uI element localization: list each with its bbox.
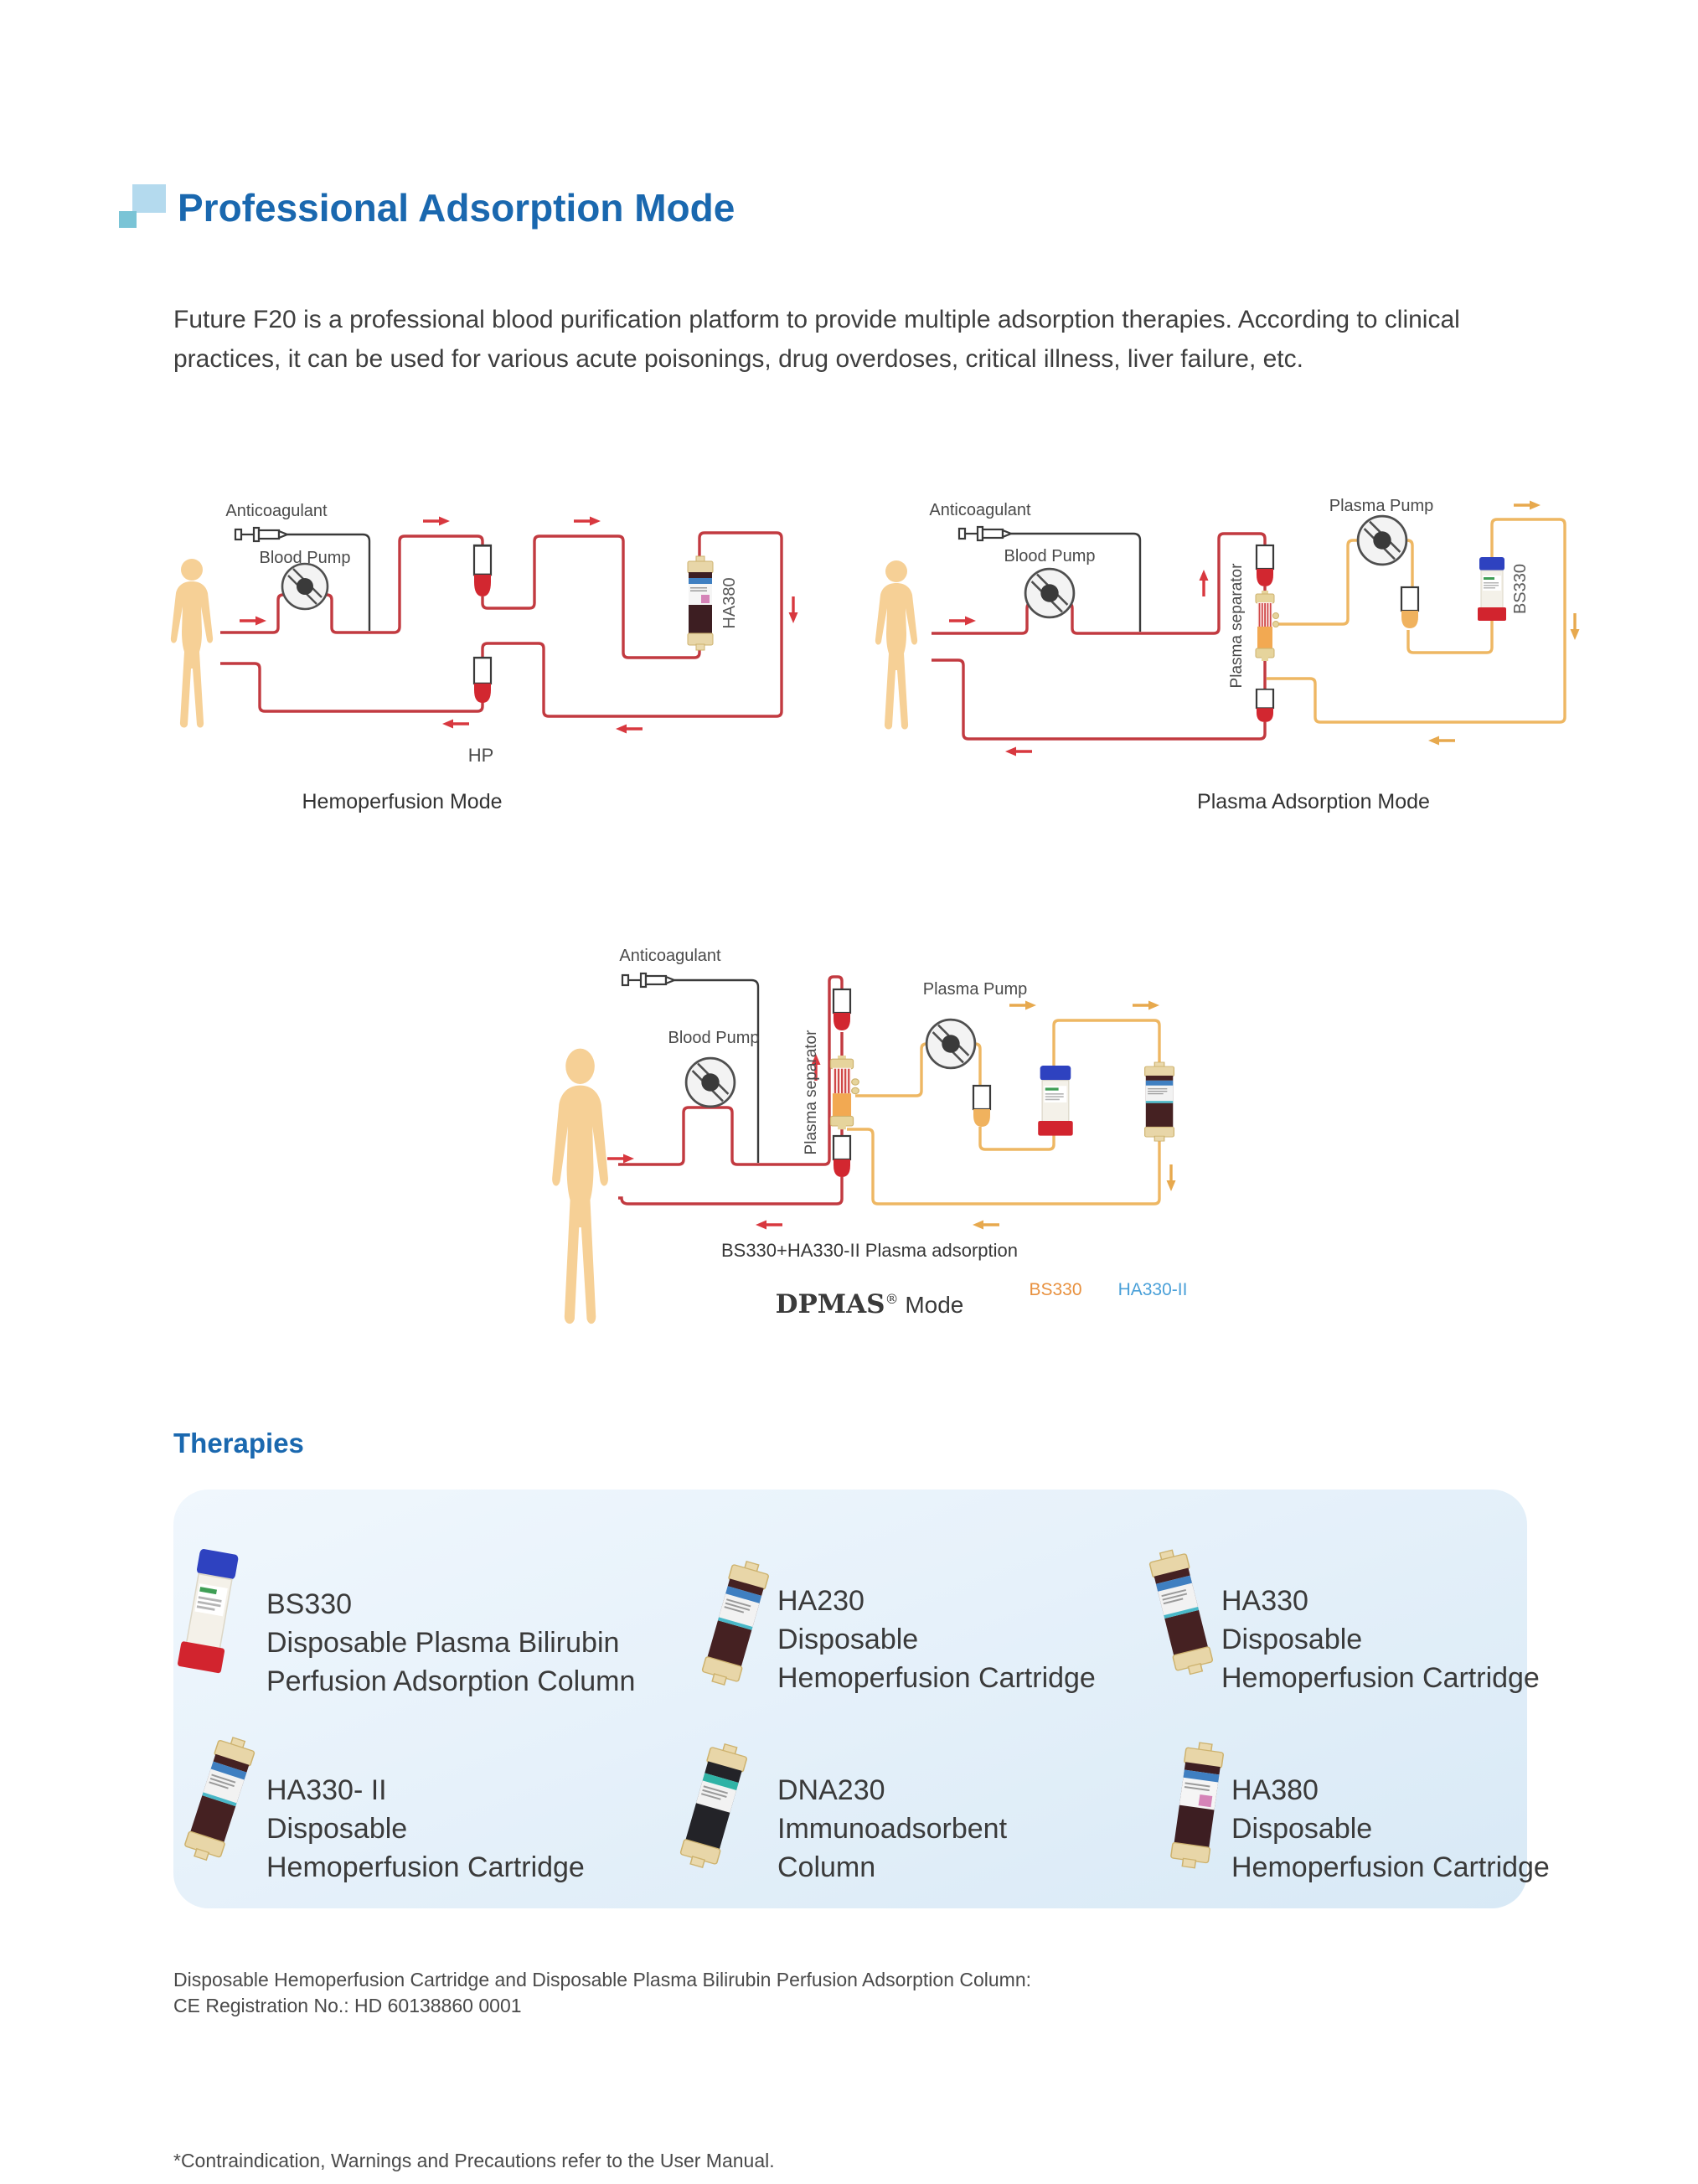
intro-paragraph: Future F20 is a professional blood purif… — [173, 306, 1460, 373]
anticoagulant-line — [287, 533, 371, 631]
blood-tubing — [932, 532, 1267, 741]
anticoagulant-label: Anticoagulant — [225, 502, 328, 520]
drip-chamber — [472, 656, 493, 705]
patient-icon — [170, 559, 214, 728]
flow-arrows-plasma — [971, 999, 1178, 1231]
product-desc-line: Hemoperfusion Cartridge — [1221, 1662, 1540, 1694]
diagram-dpmas-mode: Anticoagulant Blood Pump Plasma Pump Pla… — [552, 947, 1188, 1324]
flow-arrows-blood — [947, 568, 1210, 758]
product-desc-line: Immunoadsorbent — [777, 1813, 1008, 1845]
bs330-label: BS330 — [1029, 1280, 1081, 1299]
dpmas-subcaption: BS330+HA330-II Plasma adsorption — [721, 1240, 1018, 1261]
blood-tubing — [220, 531, 783, 718]
plasma-separator-label: Plasma separator — [1228, 563, 1246, 689]
anticoagulant-label: Anticoagulant — [619, 947, 721, 965]
ce-registration-note: Disposable Hemoperfusion Cartridge and D… — [173, 1967, 1031, 2019]
bs330-cartridge-icon — [1037, 1065, 1074, 1137]
blood-pump-icon — [281, 562, 329, 611]
product-desc-line: Hemoperfusion Cartridge — [266, 1851, 585, 1883]
product-name: HA330- II — [266, 1774, 387, 1806]
product-desc-line: Perfusion Adsorption Column — [266, 1665, 636, 1697]
anticoagulant-syringe-icon — [234, 526, 289, 543]
plasma-pump-icon — [1356, 514, 1408, 566]
ha330ii-label: HA330-II — [1118, 1280, 1188, 1299]
product-card-ha230: HA230 Disposable Hemoperfusion Cartridge — [777, 1582, 1096, 1697]
plasma-drip-chamber — [1400, 586, 1420, 630]
plasma-pump-icon — [925, 1018, 977, 1070]
ha380-label: HA380 — [720, 577, 739, 628]
title-decoration-square-small — [119, 211, 137, 228]
anticoagulant-syringe-icon — [621, 972, 676, 989]
contraindication-note: *Contraindication, Warnings and Precauti… — [173, 2150, 775, 2171]
product-desc-line: Disposable — [777, 1624, 919, 1655]
anticoagulant-line — [674, 978, 760, 1163]
anticoagulant-label: Anticoagulant — [929, 501, 1031, 519]
product-name: HA380 — [1231, 1774, 1319, 1806]
product-name: DNA230 — [777, 1774, 885, 1806]
dpmas-caption: DPMAS® Mode — [776, 1289, 964, 1319]
plasma-separator-label: Plasma separator — [803, 1030, 820, 1155]
ha330ii-cartridge-icon — [1144, 1061, 1175, 1142]
product-name: BS330 — [266, 1588, 353, 1620]
blood-pump-label: Blood Pump — [1004, 547, 1096, 565]
page-title: Professional Adsorption Mode — [178, 186, 735, 230]
dpmas-mode-word: Mode — [899, 1292, 964, 1318]
product-desc-line: Disposable — [266, 1813, 408, 1845]
blood-pump-label: Blood Pump — [260, 549, 351, 567]
product-card-ha330ii: HA330- II Disposable Hemoperfusion Cartr… — [266, 1771, 585, 1887]
blood-pump-icon — [1024, 567, 1076, 619]
blood-pump-icon — [684, 1056, 736, 1108]
product-card-dna230: DNA230 Immunoadsorbent Column — [777, 1771, 1007, 1887]
drip-chamber — [832, 1134, 852, 1179]
plasma-pump-label: Plasma Pump — [923, 980, 1028, 999]
ha380-cartridge-icon — [687, 555, 714, 651]
therapies-panel — [173, 1490, 1527, 1908]
ce-line: Disposable Hemoperfusion Cartridge and D… — [173, 1969, 1032, 1990]
plasma-pump-label: Plasma Pump — [1329, 497, 1434, 515]
product-name: HA230 — [777, 1585, 864, 1617]
product-desc-line: Disposable — [1231, 1813, 1373, 1845]
diagram-plasma-adsorption-mode: Anticoagulant Blood Pump Plasma Pump Pla… — [875, 497, 1582, 813]
therapies-heading: Therapies — [173, 1428, 304, 1459]
bs330-cartridge-icon — [1477, 556, 1507, 622]
plasma-separator-icon — [1255, 590, 1280, 662]
product-desc-line: Hemoperfusion Cartridge — [777, 1662, 1096, 1694]
patient-icon — [875, 560, 918, 730]
blood-tubing — [618, 975, 844, 1206]
patient-icon — [552, 1048, 608, 1324]
product-desc-line: Disposable Plasma Bilirubin — [266, 1627, 620, 1659]
dpmas-brand: DPMAS — [776, 1289, 885, 1319]
product-desc-line: Hemoperfusion Cartridge — [1231, 1851, 1550, 1883]
product-name: HA330 — [1221, 1585, 1308, 1617]
product-card-bs330: BS330 Disposable Plasma Bilirubin Perfus… — [266, 1585, 635, 1701]
product-card-ha380: HA380 Disposable Hemoperfusion Cartridge — [1231, 1771, 1550, 1887]
product-desc-line: Column — [777, 1851, 876, 1883]
flow-arrows-plasma — [1427, 498, 1582, 747]
registered-mark: ® — [885, 1291, 899, 1307]
hp-label: HP — [468, 745, 494, 766]
plasma-drip-chamber — [972, 1084, 992, 1128]
anticoagulant-syringe-icon — [957, 525, 1013, 542]
bs330-label: BS330 — [1511, 564, 1530, 614]
drip-chamber — [1255, 544, 1275, 588]
ce-line: CE Registration No.: HD 60138860 0001 — [173, 1995, 522, 2016]
drip-chamber — [1255, 688, 1275, 724]
anticoagulant-line — [1011, 532, 1142, 632]
blood-pump-label: Blood Pump — [668, 1029, 760, 1047]
plasma-tubing — [1267, 518, 1566, 724]
drip-chamber — [832, 988, 852, 1032]
diagram-caption: Plasma Adsorption Mode — [1197, 790, 1430, 813]
plasma-separator-icon — [829, 1054, 860, 1131]
title-decoration-square-large — [132, 184, 166, 213]
product-desc-line: Disposable — [1221, 1624, 1363, 1655]
plasma-tubing — [847, 1019, 1161, 1206]
product-card-ha330: HA330 Disposable Hemoperfusion Cartridge — [1221, 1582, 1540, 1697]
diagram-caption: Hemoperfusion Mode — [302, 790, 502, 813]
drip-chamber — [472, 544, 493, 598]
diagram-hemoperfusion-mode: Anticoagulant Blood Pump HA380 HP Hemope… — [170, 502, 800, 813]
